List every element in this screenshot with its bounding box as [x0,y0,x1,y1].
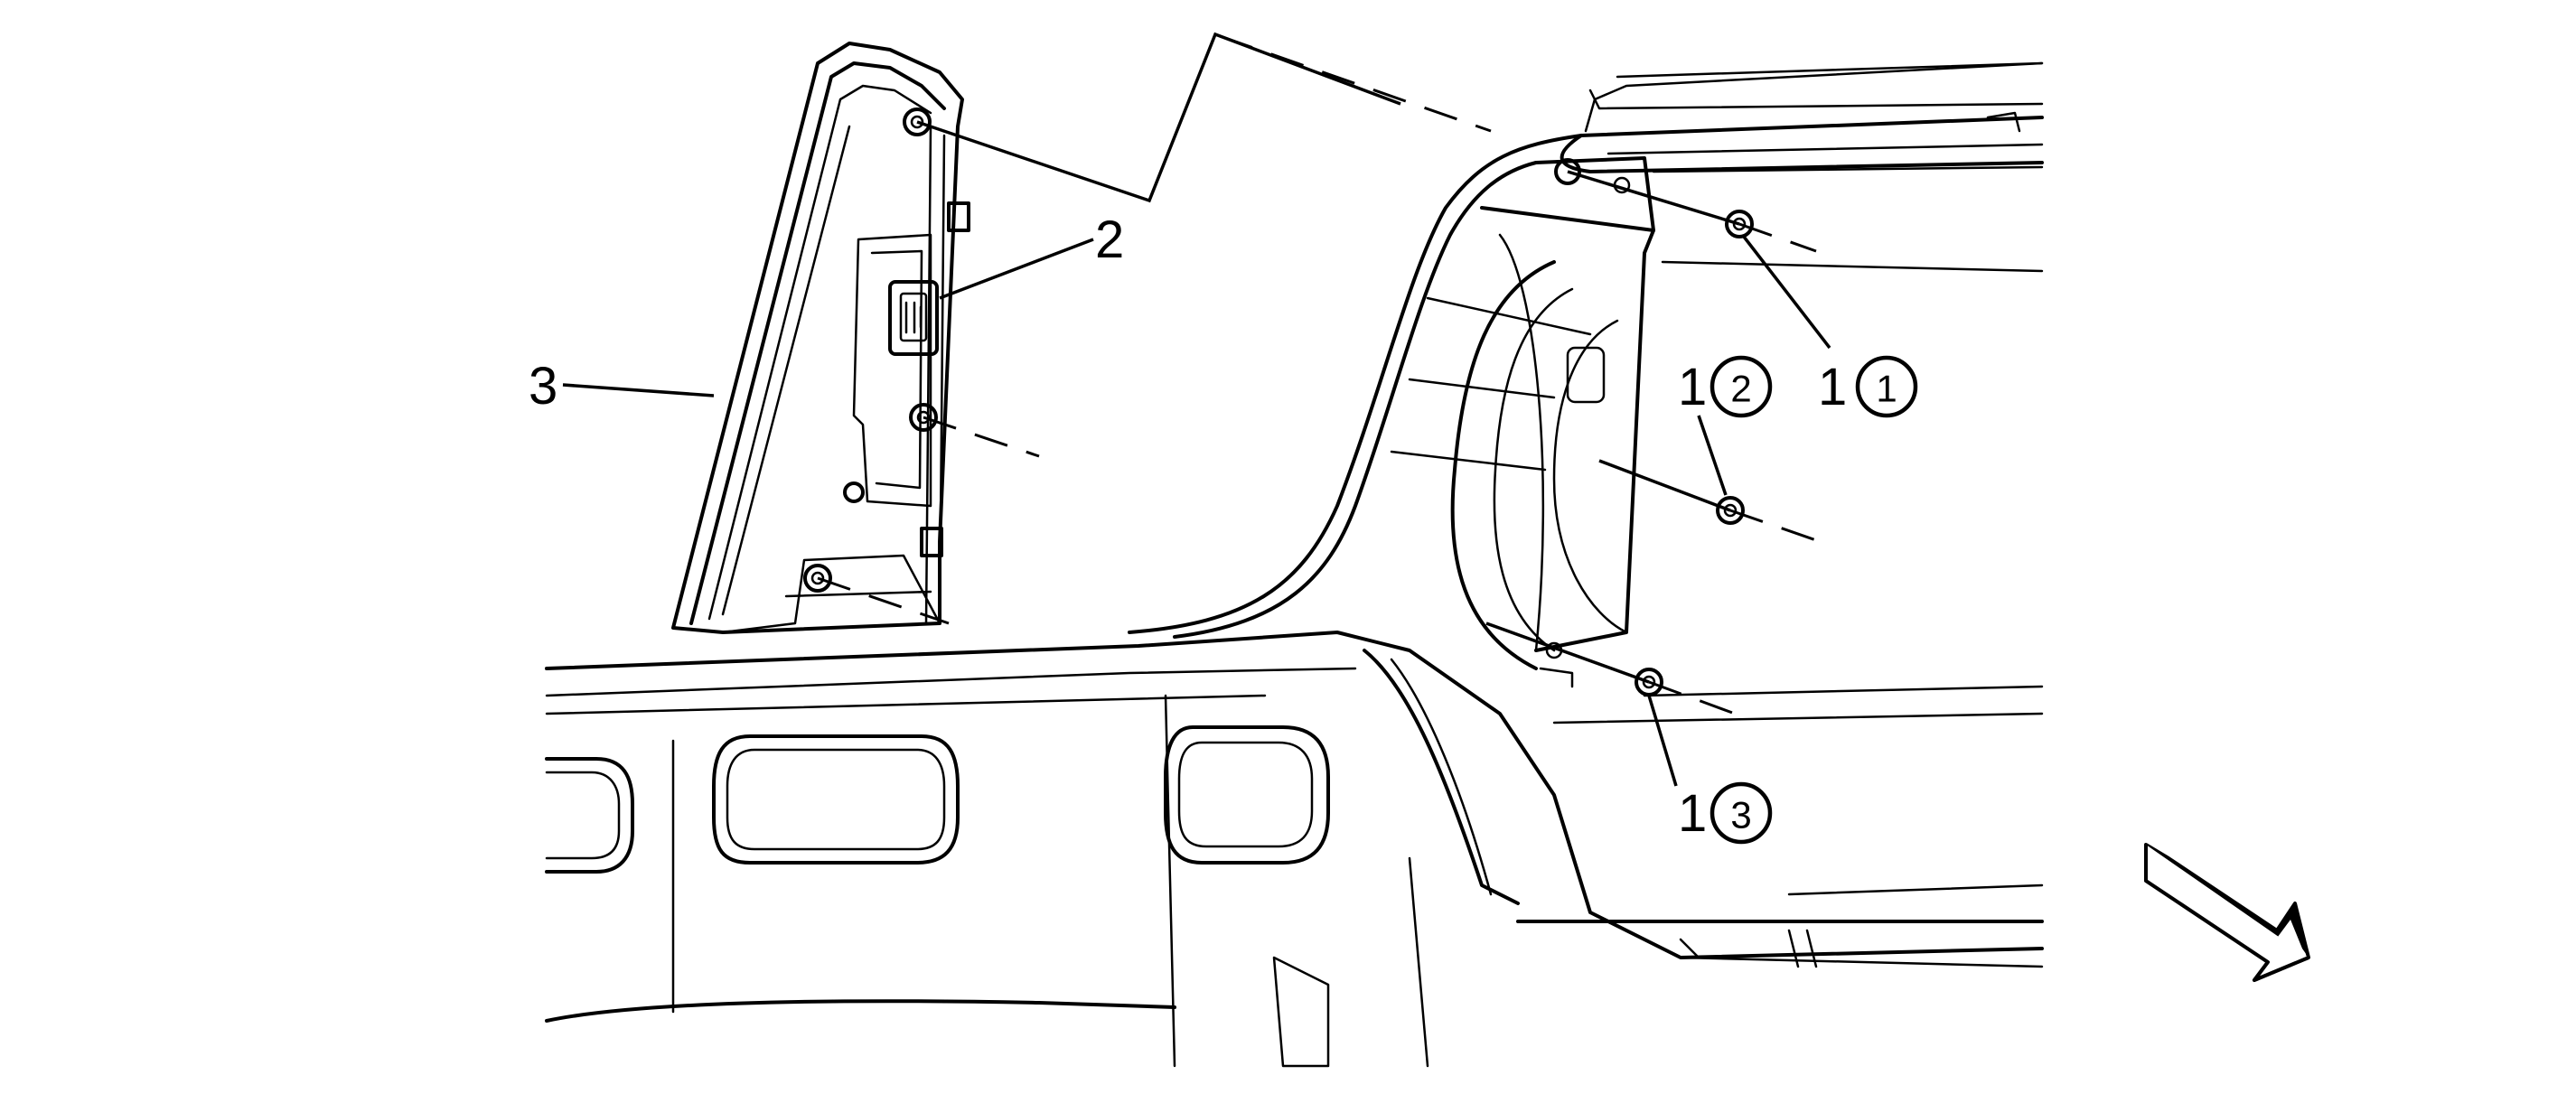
callout-item-1-c: 1 [1678,784,1707,843]
trim-panel [671,42,964,634]
step-circle-2 [1710,355,1773,418]
step-number-1: 1 [1876,368,1897,410]
callout-item-3: 3 [529,357,557,416]
fasteners [1635,210,1754,696]
callout-item-1-a: 1 [1818,358,1847,416]
step-number-2: 2 [1730,368,1751,410]
step-circle-3 [1710,781,1773,845]
callout-item-2: 2 [1095,210,1124,269]
panel-retainers [803,107,970,593]
alignment-lines [817,32,1817,715]
vehicle-body [545,61,2044,1068]
forward-arrow-icon [2144,843,2310,982]
fastener-2 [1716,496,1745,525]
step-circle-1 [1855,355,1918,418]
callout-item-1-b: 1 [1678,358,1707,416]
fastener-1 [1725,210,1754,238]
step-number-3: 3 [1730,794,1751,837]
callout-leaders [562,235,1831,787]
connector-lamp [888,280,939,356]
fastener-3 [1635,668,1663,696]
